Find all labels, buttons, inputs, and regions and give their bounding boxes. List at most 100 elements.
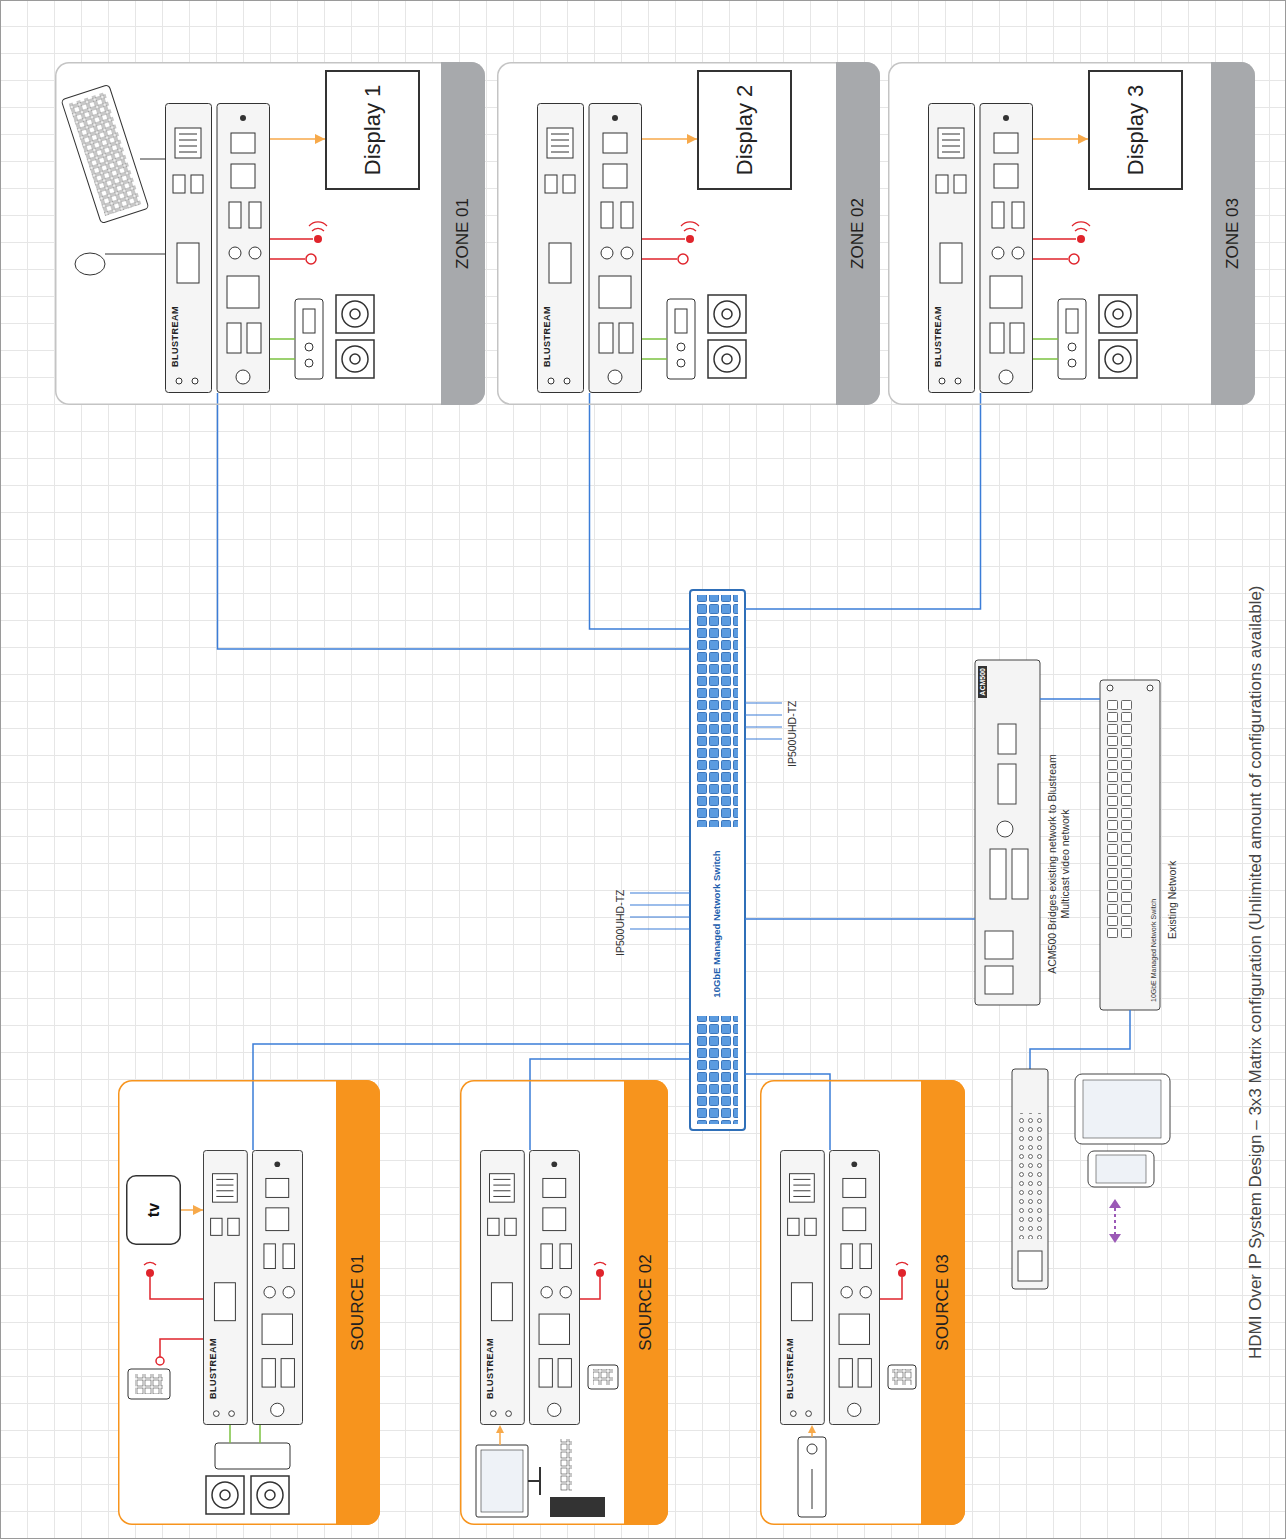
leader-lines-part <box>630 893 690 929</box>
source-equipment-part <box>596 1269 604 1277</box>
source-equipment-part <box>812 1469 813 1509</box>
node-text: BLUSTREAM <box>784 1336 796 1401</box>
blustream-units-part <box>780 1150 879 1424</box>
acm500-panel-part <box>985 931 1013 959</box>
source-equipment-part <box>888 1365 916 1389</box>
source-equipment-part <box>146 1269 154 1277</box>
node-text: ZONE 03 <box>1211 62 1255 405</box>
node-text: tv <box>145 1203 163 1217</box>
source-equipment-part <box>807 1444 817 1454</box>
panel-fills-part <box>690 590 745 1130</box>
acm500-panel-part <box>998 764 1016 804</box>
source-equipment-part <box>593 1369 613 1385</box>
blustream-units-part <box>166 104 270 393</box>
control-devices <box>1012 1010 1170 1289</box>
blustream-units-part <box>538 104 642 393</box>
acm500-panel-part <box>998 724 1016 754</box>
zone-equipment-part <box>642 222 746 379</box>
panel-fills-part <box>118 1080 380 1525</box>
source-equipment-part <box>588 1365 618 1389</box>
blustream-unit: BLUSTREAM <box>165 103 270 393</box>
switch-ports <box>696 595 1153 1124</box>
source-equipment-part <box>560 1439 572 1491</box>
control-devices-part <box>1018 1113 1042 1239</box>
panel-fills-part <box>760 1080 965 1525</box>
source-equipment-part <box>128 1369 170 1399</box>
switch-ports-part <box>1106 699 1134 939</box>
source-equipment-part <box>550 1497 605 1517</box>
node-text: ZONE 02 <box>836 62 880 405</box>
node-text: BLUSTREAM <box>484 1336 496 1401</box>
acm500-panel-part <box>1012 849 1028 899</box>
source-equipment-part <box>808 1425 816 1433</box>
annotation-label: IP500UHD-TZ <box>614 889 627 956</box>
blustream-units-part <box>203 1150 302 1424</box>
switch-ports-part <box>696 1016 738 1124</box>
blustream-unit: BLUSTREAM <box>780 1150 880 1425</box>
node-text: BLUSTREAM <box>169 304 181 369</box>
keyboard-mouse <box>61 84 165 275</box>
acm500-unit: ACM500 <box>975 660 1040 1005</box>
diagram-caption: HDMI Over IP System Design – 3x3 Matrix … <box>1246 585 1266 1359</box>
switch-ports-part <box>1107 685 1113 691</box>
source-equipment <box>128 1262 916 1517</box>
node-text: BLUSTREAM <box>932 304 944 369</box>
blustream-units <box>166 104 1033 1425</box>
zone-equipment-part <box>1033 222 1137 379</box>
node-text: SOURCE 01 <box>336 1080 380 1525</box>
panel-fills-part <box>975 660 1040 1005</box>
control-devices-part <box>1088 1151 1154 1187</box>
node-text: BLUSTREAM <box>207 1336 219 1401</box>
node-text: Display 3 <box>1123 85 1149 175</box>
switch-ports-part <box>1147 685 1153 691</box>
acm500-panel-part <box>985 966 1013 994</box>
leader-lines <box>630 703 782 929</box>
keyboard-mouse-part-part <box>69 92 142 216</box>
control-devices-part <box>1114 1208 1116 1235</box>
node-text: ACM500 <box>978 666 987 698</box>
network-cable <box>745 1074 830 1150</box>
node-text: BLUSTREAM <box>541 304 553 369</box>
source-equipment-part <box>898 1269 906 1277</box>
source-equipment-part <box>892 1369 912 1385</box>
source-equipment-part <box>144 1262 908 1265</box>
network-cable <box>1040 698 1100 700</box>
existing-switch: 10GbE Managed Network Switch <box>1100 680 1160 1010</box>
blustream-unit: BLUSTREAM <box>203 1150 303 1425</box>
acm500-panel-part <box>997 821 1013 837</box>
source-equipment-part <box>481 1450 523 1512</box>
source-equipment-part <box>135 1374 163 1394</box>
network-switch: 10GbE Managed Network Switch <box>690 590 745 1130</box>
annotation-label: ACM500 Bridges existing network to Blust… <box>1046 744 1072 984</box>
keyboard-mouse-part <box>61 84 149 223</box>
source-equipment-part <box>156 1357 164 1365</box>
panel-fills-part <box>888 62 1255 405</box>
source-equipment-part <box>496 1425 504 1433</box>
control-devices-part <box>1012 1069 1048 1289</box>
control-devices-part <box>1109 1234 1121 1243</box>
source-panel: SOURCE 01 BLUSTREAM tv <box>118 1080 380 1525</box>
source-equipment-part <box>230 1425 260 1443</box>
display-screen: Display 2 <box>697 70 792 190</box>
node-text: ZONE 01 <box>441 62 485 405</box>
control-devices-part <box>1018 1251 1042 1281</box>
control-devices-part <box>1083 1080 1161 1138</box>
blustream-unit: BLUSTREAM <box>928 103 1033 393</box>
blustream-unit: BLUSTREAM <box>480 1150 580 1425</box>
control-devices-part <box>1075 1074 1170 1144</box>
hdmi-cable <box>1033 138 1088 140</box>
node-text: SOURCE 03 <box>921 1080 965 1525</box>
acm500-panel <box>985 724 1028 994</box>
annotation-label: IP500UHD-TZ <box>786 700 799 767</box>
leader-lines-part <box>745 703 782 739</box>
control-devices-part <box>1030 1010 1130 1069</box>
source-equipment-part <box>476 1445 528 1517</box>
panel-fills-part <box>497 62 880 405</box>
zone-equipment <box>270 222 1137 379</box>
hdmi-cable <box>270 138 325 140</box>
source-equipment-part <box>215 1443 290 1469</box>
source-panel: SOURCE 02BLUSTREAM <box>460 1080 668 1525</box>
control-devices-part <box>1109 1199 1121 1208</box>
panel-fills-part <box>55 62 485 405</box>
